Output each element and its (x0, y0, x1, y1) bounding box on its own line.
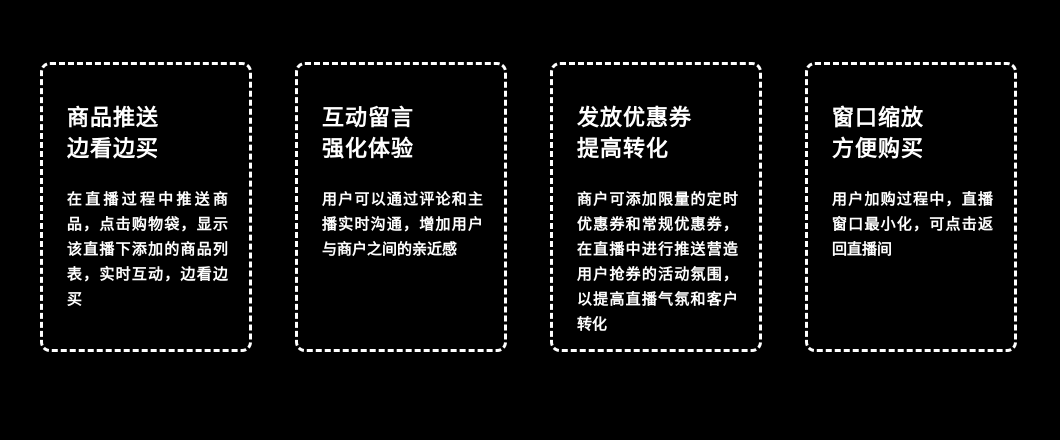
card-title-line1: 互动留言 (322, 105, 415, 130)
card-body: 商户可添加限量的定时优惠券和常规优惠券，在直播中进行推送营造用户抢券的活动氛围，… (577, 191, 738, 333)
feature-card-product-push: 商品推送 边看边买 在直播过程中推送商品，点击购物袋，显示该直播下添加的商品列表… (40, 62, 252, 352)
card-body: 在直播过程中推送商品，点击购物袋，显示该直播下添加的商品列表，实时互动，边看边买 (67, 191, 228, 308)
card-body: 用户可以通过评论和主播实时沟通，增加用户与商户之间的亲近感 (322, 191, 483, 258)
card-title-line2: 提高转化 (577, 136, 670, 161)
card-title-line1: 发放优惠券 (577, 105, 693, 130)
card-title-line2: 强化体验 (322, 136, 415, 161)
card-title-line1: 商品推送 (67, 105, 160, 130)
card-title: 互动留言 强化体验 (322, 102, 483, 164)
card-title: 窗口缩放 方便购买 (832, 102, 993, 164)
feature-cards-row: 商品推送 边看边买 在直播过程中推送商品，点击购物袋，显示该直播下添加的商品列表… (0, 62, 1060, 352)
card-title-line1: 窗口缩放 (832, 105, 925, 130)
card-title-line2: 方便购买 (832, 136, 925, 161)
card-title-line2: 边看边买 (67, 136, 160, 161)
card-title: 商品推送 边看边买 (67, 102, 228, 164)
feature-card-coupons: 发放优惠券 提高转化 商户可添加限量的定时优惠券和常规优惠券，在直播中进行推送营… (550, 62, 762, 352)
feature-card-interactive-comments: 互动留言 强化体验 用户可以通过评论和主播实时沟通，增加用户与商户之间的亲近感 (295, 62, 507, 352)
card-title: 发放优惠券 提高转化 (577, 102, 738, 164)
card-body: 用户加购过程中，直播窗口最小化，可点击返回直播间 (832, 191, 993, 258)
feature-card-window-zoom: 窗口缩放 方便购买 用户加购过程中，直播窗口最小化，可点击返回直播间 (805, 62, 1017, 352)
